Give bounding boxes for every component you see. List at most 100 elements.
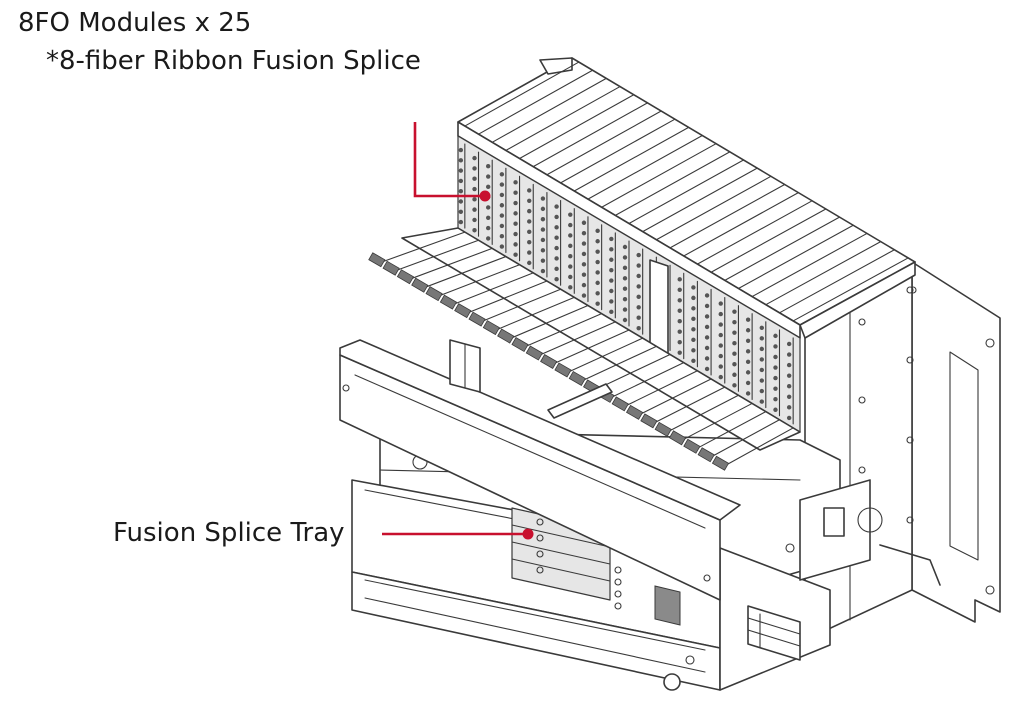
fiber-port	[759, 367, 764, 373]
module-slot	[566, 337, 644, 374]
top-rib	[477, 69, 594, 135]
top-rib	[683, 192, 799, 257]
fiber-port	[595, 239, 600, 244]
fiber-port	[622, 244, 628, 250]
module-tab	[525, 345, 543, 361]
fiber-port	[718, 311, 723, 317]
fiber-port	[472, 186, 477, 192]
fiber-port	[472, 155, 477, 161]
fiber-port	[527, 208, 532, 214]
module-slot	[624, 370, 698, 407]
fiber-port	[581, 262, 587, 267]
fiber-port	[554, 277, 559, 282]
fiber-port	[513, 180, 518, 185]
tray-hole	[536, 550, 544, 558]
fiber-port	[499, 244, 505, 249]
fiber-port	[636, 294, 641, 300]
fiber-port	[568, 274, 573, 280]
fiber-port	[486, 164, 491, 169]
fiber-port	[458, 147, 464, 153]
module-slot	[681, 402, 753, 441]
fiber-port	[595, 228, 600, 234]
fiber-port	[759, 325, 764, 330]
top-rib	[573, 126, 690, 192]
fiber-port	[773, 386, 778, 391]
fiber-port	[786, 362, 792, 368]
fiber-port	[568, 264, 573, 269]
fiber-port	[773, 375, 778, 381]
fiber-port	[622, 255, 628, 260]
top-rib	[655, 175, 772, 241]
fiber-port	[691, 316, 696, 322]
module-slot	[380, 231, 466, 263]
fiber-port	[472, 207, 477, 212]
top-rib	[560, 118, 676, 184]
fiber-port	[745, 317, 751, 322]
top-rib	[724, 216, 841, 281]
top-rib	[601, 143, 717, 208]
tray-hole	[536, 518, 544, 526]
fiber-port	[718, 374, 723, 380]
fiber-port	[622, 265, 628, 271]
fiber-port	[458, 219, 464, 225]
fiber-port	[527, 260, 532, 266]
fiber-port	[581, 293, 587, 298]
fiber-port	[773, 354, 778, 360]
module-tab	[468, 311, 486, 327]
module-slot	[394, 239, 480, 272]
fiber-port	[499, 213, 505, 218]
fiber-port	[540, 206, 546, 212]
fiber-port	[527, 188, 532, 193]
fiber-port	[745, 370, 751, 375]
fiber-port	[568, 233, 573, 238]
top-rib	[491, 77, 607, 143]
fiber-port	[499, 192, 505, 198]
fiber-port	[786, 352, 792, 357]
fiber-port	[554, 214, 559, 220]
fiber-port	[527, 219, 532, 224]
fiber-port	[732, 330, 737, 335]
fiber-port	[513, 211, 518, 216]
module-slot	[581, 345, 657, 382]
fiber-port	[486, 205, 491, 210]
fiber-port	[732, 351, 737, 356]
module-slot	[480, 288, 562, 323]
fiber-port	[472, 176, 477, 181]
fiber-port	[472, 166, 477, 171]
fiber-port	[677, 329, 682, 334]
tray-hole	[536, 566, 544, 574]
fiber-port	[718, 332, 723, 338]
fiber-port	[691, 358, 696, 363]
fiber-port	[677, 298, 682, 303]
panel-screw	[906, 436, 914, 444]
fiber-port	[581, 282, 587, 288]
module-slot	[609, 362, 685, 399]
fiber-port	[581, 230, 587, 236]
fiber-port	[704, 345, 710, 351]
top-rib	[737, 224, 854, 290]
fiber-port	[704, 366, 710, 372]
mounting-bracket	[909, 261, 1001, 623]
top-rib	[614, 151, 731, 216]
fiber-port	[691, 295, 696, 301]
fiber-port	[636, 263, 641, 268]
fiber-port	[691, 348, 696, 353]
fiber-port	[636, 305, 641, 310]
fiber-port	[595, 301, 600, 306]
fiber-port	[718, 301, 723, 306]
fiber-port	[458, 199, 464, 204]
fiber-port	[759, 378, 764, 383]
top-rib	[546, 110, 662, 176]
top-rib	[778, 249, 895, 314]
fiber-port	[609, 299, 614, 304]
module-slot	[495, 296, 575, 331]
fiber-port	[691, 337, 696, 343]
fiber-port	[677, 277, 682, 282]
fiber-port	[472, 228, 477, 233]
fiber-port	[595, 280, 600, 286]
callout-tray	[382, 528, 534, 540]
fiber-port	[609, 247, 614, 252]
fiber-port	[622, 307, 628, 312]
fiber-port	[691, 306, 696, 311]
